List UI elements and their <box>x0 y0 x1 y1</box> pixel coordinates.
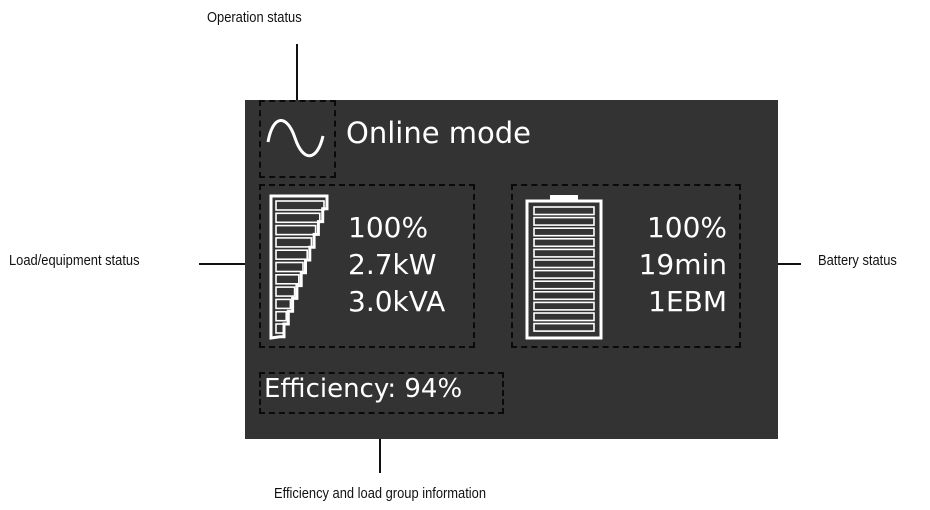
battery-level-segment <box>533 237 595 248</box>
sine-wave-icon <box>266 119 325 158</box>
battery-ebm-count: 1EBM <box>648 285 727 318</box>
load-level-bar <box>275 212 321 224</box>
load-status-box <box>259 184 475 348</box>
efficiency-callout: Efficiency and load group information <box>274 485 487 502</box>
load-power: 2.7kW <box>348 248 437 281</box>
battery-level-segment <box>533 248 595 258</box>
load-level-bar <box>275 286 296 297</box>
load-level-bar <box>275 237 313 248</box>
battery-level-segment <box>533 280 595 290</box>
operation-mode-text: Online mode <box>346 116 532 150</box>
operation-leader-line <box>296 44 298 100</box>
load-level-bar <box>275 261 304 273</box>
battery-runtime: 19min <box>638 248 727 281</box>
battery-icon <box>525 195 603 340</box>
load-apparent-power: 3.0kVA <box>348 285 446 318</box>
battery-level-segment <box>533 227 595 237</box>
battery-percent: 100% <box>646 211 727 244</box>
operation-status-box <box>259 100 336 178</box>
battery-level-segment <box>533 269 595 279</box>
load-level-bar <box>275 224 317 236</box>
battery-level-segment <box>533 312 595 322</box>
load-level-bar <box>275 323 285 334</box>
load-status-callout: Load/equipment status <box>9 252 140 269</box>
efficiency-text: Efficiency: 94% <box>264 374 463 404</box>
battery-status-box <box>511 184 741 348</box>
operation-status-callout: Operation status <box>207 9 302 26</box>
load-leader-line <box>199 263 260 265</box>
load-icon-frame <box>269 194 329 340</box>
battery-status-callout: Battery status <box>818 252 897 269</box>
battery-body <box>525 199 603 340</box>
battery-level-segment <box>533 301 595 311</box>
battery-level-segment <box>533 291 595 301</box>
load-level-bar <box>275 249 309 261</box>
load-level-bars-icon <box>269 194 329 340</box>
battery-level-segment <box>533 322 595 332</box>
efficiency-leader-line <box>379 439 381 473</box>
ups-lcd-screen: Online mode 100% 2.7kW 3.0kVA 100% 19min… <box>245 100 778 439</box>
load-level-bar <box>275 298 292 310</box>
battery-level-segment <box>533 206 595 216</box>
load-level-bar <box>275 274 300 285</box>
efficiency-box <box>259 372 504 414</box>
battery-level-segment <box>533 259 595 269</box>
load-percent: 100% <box>348 211 429 244</box>
battery-terminal <box>550 195 578 201</box>
load-level-bar <box>275 200 325 211</box>
load-level-bar <box>275 310 287 322</box>
battery-level-segment <box>533 216 595 226</box>
